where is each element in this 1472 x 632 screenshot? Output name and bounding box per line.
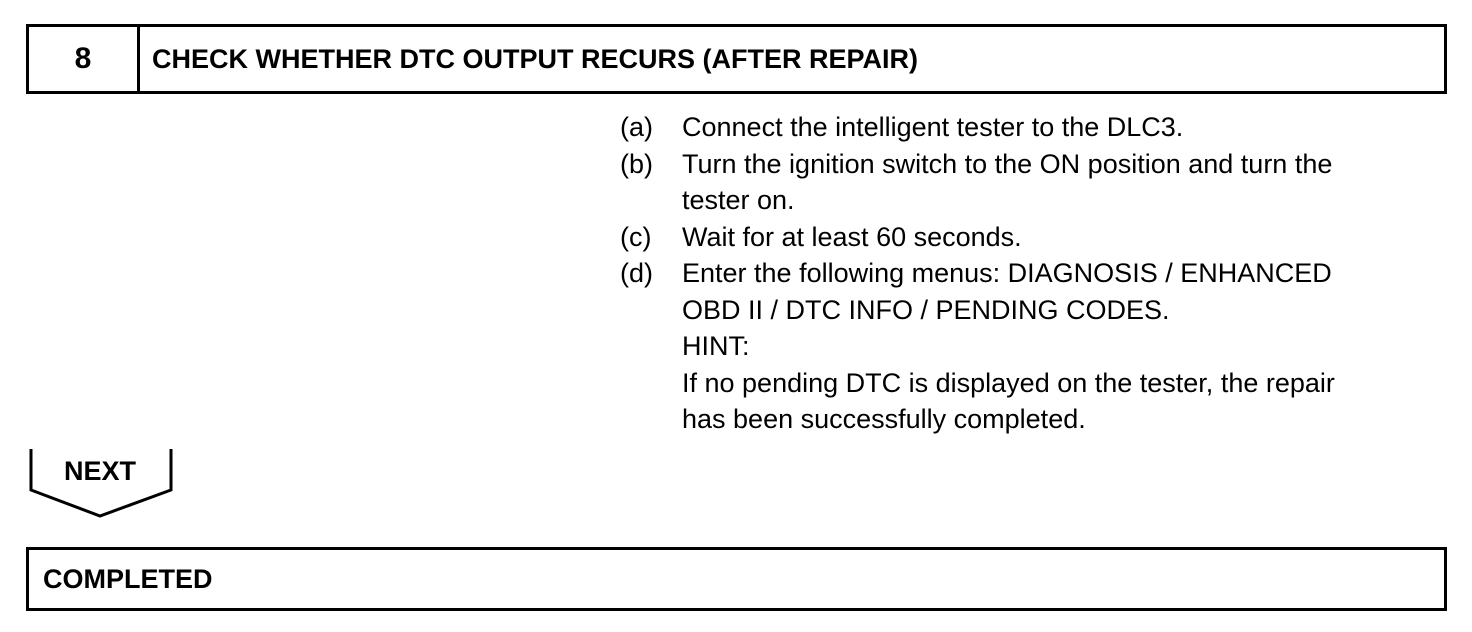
step-header: 8 CHECK WHETHER DTC OUTPUT RECURS (AFTER… [26, 24, 1447, 94]
instruction-marker: (b) [620, 148, 653, 179]
instruction-marker: (c) [620, 221, 652, 252]
completed-box: COMPLETED [26, 547, 1447, 611]
step-title: CHECK WHETHER DTC OUTPUT RECURS (AFTER R… [152, 43, 918, 74]
instruction-text: Connect the intelligent tester to the DL… [682, 109, 1440, 146]
instruction-marker: (d) [620, 258, 653, 288]
next-button[interactable]: NEXT [28, 446, 174, 520]
instruction-line: has been successfully completed. [682, 404, 1086, 434]
step-number: 8 [29, 27, 140, 91]
instruction-text: Enter the following menus: DIAGNOSIS / E… [682, 255, 1440, 438]
next-arrow-shape [29, 449, 173, 518]
instruction-line: HINT: [682, 331, 750, 361]
instruction-item: (c) Wait for at least 60 seconds. [620, 219, 1440, 256]
completed-label: COMPLETED [43, 563, 213, 594]
instruction-line: Enter the following menus: DIAGNOSIS / E… [682, 258, 1332, 288]
instruction-item: (a) Connect the intelligent tester to the… [620, 109, 1440, 146]
instruction-item: (d) Enter the following menus: DIAGNOSIS … [620, 255, 1440, 438]
instruction-line: Connect the intelligent tester to the DL… [682, 112, 1184, 142]
instruction-marker: (a) [620, 112, 653, 142]
instruction-text: Wait for at least 60 seconds. [682, 219, 1440, 256]
instruction-line: OBD II / DTC INFO / PENDING CODES. [682, 294, 1170, 325]
instruction-line: Turn the ignition switch to the ON posit… [682, 148, 1333, 179]
next-button-label: NEXT [63, 456, 136, 486]
instruction-line: Wait for at least 60 seconds. [682, 221, 1022, 252]
instruction-text: Turn the ignition switch to the ON posit… [682, 146, 1440, 219]
instruction-list: (a) Connect the intelligent tester to the… [620, 109, 1440, 438]
instruction-item: (b) Turn the ignition switch to the ON po… [620, 146, 1440, 219]
instruction-line: tester on. [682, 185, 795, 215]
instruction-line: If no pending DTC is displayed on the te… [682, 367, 1335, 398]
